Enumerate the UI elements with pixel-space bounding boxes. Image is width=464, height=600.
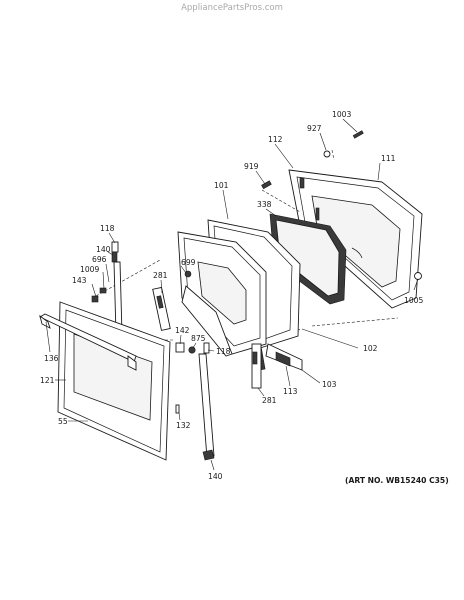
callout-121: 121	[40, 376, 55, 385]
screw-118	[203, 342, 210, 354]
door-outer-panel-121	[39, 295, 171, 461]
screw-1003	[352, 130, 364, 139]
door-panel-102	[177, 231, 303, 371]
callout-118-top: 118	[100, 224, 115, 233]
callout-143: 143	[72, 276, 87, 285]
callout-281-lower: 281	[262, 396, 277, 405]
callout-111: 111	[381, 154, 396, 163]
trim-end-140	[111, 251, 118, 263]
callout-101: 101	[214, 181, 229, 190]
callout-696: 696	[92, 255, 107, 264]
art-number: (ART NO. WB15240 C35)	[345, 476, 449, 485]
callout-1003: 1003	[332, 110, 351, 119]
callout-338: 338	[257, 200, 272, 209]
callout-875: 875	[191, 334, 206, 343]
side-trim-left	[111, 241, 123, 335]
callout-113: 113	[283, 387, 298, 396]
callout-140-top: 140	[96, 245, 111, 254]
callout-55: 55	[58, 417, 68, 426]
clip-1009	[99, 287, 107, 294]
callout-labels: 1003 927 112 111 919 101 338 118 140 696…	[40, 110, 423, 481]
screw-875	[188, 346, 196, 354]
callout-927: 927	[307, 124, 322, 133]
callout-699: 699	[181, 258, 196, 267]
clip-132	[175, 404, 180, 414]
callout-140-bottom: 140	[208, 472, 223, 481]
callout-142: 142	[175, 326, 190, 335]
door-handle-136	[39, 313, 137, 363]
hinge-281-left	[152, 286, 171, 331]
callout-118-lower: 118	[216, 347, 231, 356]
trim-cap-118	[111, 241, 119, 253]
callout-136: 136	[44, 354, 59, 363]
callout-112: 112	[268, 135, 283, 144]
callout-103: 103	[322, 380, 337, 389]
watermark: AppliancePartsPros.com	[181, 3, 283, 13]
callout-1009: 1009	[80, 265, 99, 274]
hinge-281-right	[251, 343, 262, 389]
callout-102: 102	[363, 344, 378, 353]
leader-lines	[45, 118, 419, 471]
screw-699	[184, 270, 192, 278]
callout-1005: 1005	[404, 296, 423, 305]
bracket-143	[91, 295, 99, 303]
clip-142	[175, 342, 185, 353]
insulation-113	[275, 351, 291, 367]
frame-clip	[299, 177, 305, 189]
side-trim-right-140	[198, 353, 215, 461]
screw-927	[323, 150, 331, 158]
screw-1005	[414, 272, 422, 280]
outer-door-frame-111	[288, 169, 423, 309]
frame-clip	[315, 207, 320, 221]
screw-919	[261, 180, 272, 190]
callout-132: 132	[176, 421, 191, 430]
callout-281-upper: 281	[153, 271, 168, 280]
callout-919: 919	[244, 162, 259, 171]
